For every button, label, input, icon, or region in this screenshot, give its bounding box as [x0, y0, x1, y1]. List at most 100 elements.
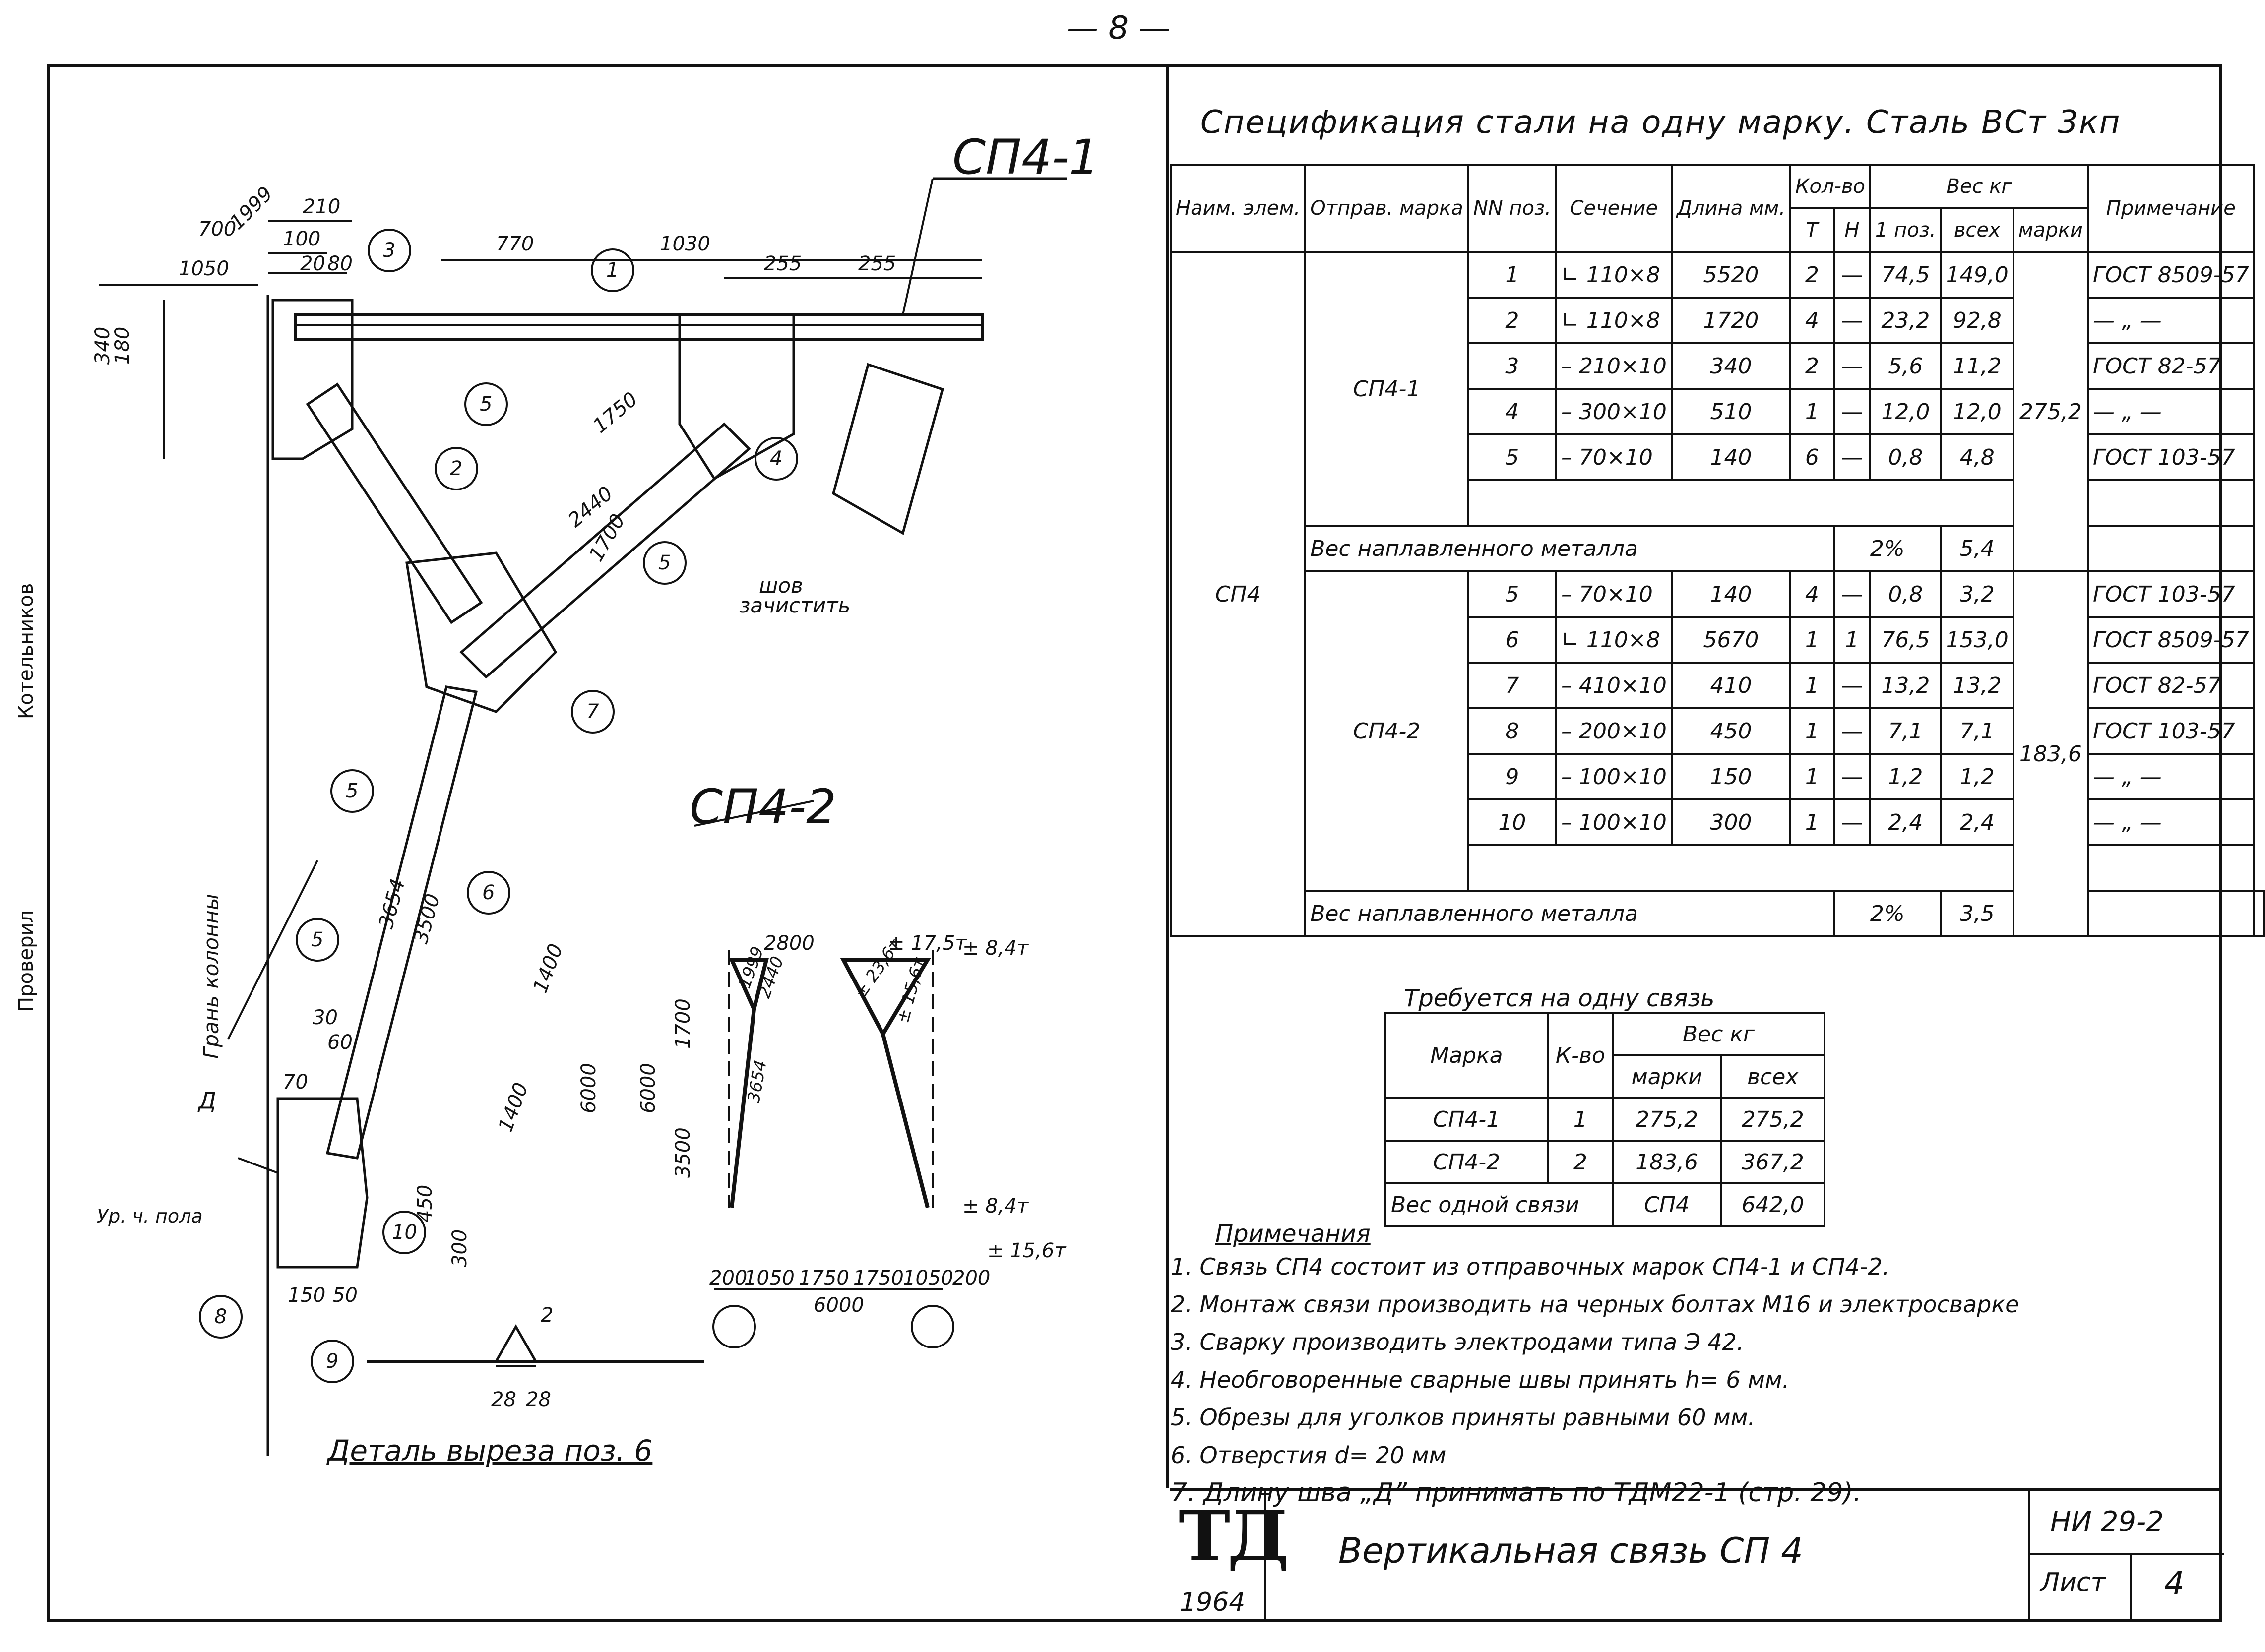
- req-col-mark: Марка: [1384, 1012, 1549, 1099]
- dim-180: 180: [111, 327, 134, 365]
- spec-cell: 153,0: [1940, 616, 2014, 664]
- spec-empty-cell: [2086, 890, 2255, 937]
- dim-450: 450: [414, 1185, 437, 1223]
- req-cell: 275,2: [1720, 1097, 1825, 1142]
- table-row: [1171, 844, 2264, 892]
- scheme-force-8-4-bottom: ± 8,4т: [962, 1195, 1029, 1218]
- scheme-top-2800: 2800: [764, 932, 815, 955]
- notes: Примечания 1. Связь СП4 состоит из отпра…: [1171, 1220, 2212, 1512]
- spec-cell: 4: [1789, 570, 1835, 618]
- spec-cell: 23,2: [1869, 297, 1942, 344]
- pos-10: 10: [392, 1221, 417, 1244]
- dim-2: 2: [541, 1304, 553, 1327]
- dim-50: 50: [332, 1284, 358, 1307]
- scheme-bottom-1750-a: 1750: [799, 1267, 849, 1289]
- spec-cell: 5520: [1670, 251, 1792, 299]
- col-length: Длина мм.: [1670, 164, 1792, 253]
- detail-title: Деталь выреза поз. 6: [326, 1434, 652, 1468]
- spec-cell: 150: [1670, 753, 1792, 800]
- pos-7: 7: [586, 700, 599, 723]
- spec-cell: Вес наплавленного металла: [1304, 525, 1835, 572]
- spec-cell: 1,2: [1869, 753, 1942, 800]
- spec-cell: 340: [1670, 342, 1792, 390]
- spec-cell: 8: [1467, 707, 1557, 755]
- dim-770: 770: [496, 233, 534, 255]
- req-total-mark: СП4: [1611, 1182, 1722, 1227]
- dim-60: 60: [327, 1031, 353, 1054]
- spec-cell: ГОСТ 8509-57: [2086, 616, 2255, 664]
- table-row: СП4-2 2 183,6 367,2: [1384, 1140, 1825, 1184]
- req-cell: 275,2: [1611, 1097, 1722, 1142]
- pos-5a: 5: [480, 393, 492, 416]
- floor-label: Ур. ч. пола: [97, 1205, 203, 1227]
- spec-cell: 183,6: [2012, 570, 2089, 937]
- spec-cell: —: [1832, 342, 1872, 390]
- table-row: СП4-1 1 275,2 275,2: [1384, 1097, 1825, 1142]
- spec-cell: —: [1832, 433, 1872, 481]
- title-year: 1964: [1180, 1588, 1246, 1617]
- spec-cell: ГОСТ 103-57: [2086, 433, 2255, 481]
- mark-sp4-2-label: СП4-2: [690, 779, 836, 835]
- pos-1: 1: [606, 259, 619, 282]
- dim-340: 340: [91, 327, 114, 365]
- scheme-bottom-1050-a: 1050: [744, 1267, 795, 1289]
- spec-cell: —: [1832, 662, 1872, 709]
- spec-cell: 1720: [1670, 297, 1792, 344]
- spec-cell: ГОСТ 8509-57: [2086, 251, 2255, 299]
- note-item: 6. Отверстия d= 20 мм: [1171, 1442, 1447, 1468]
- spec-cell: – 210×10: [1555, 342, 1673, 390]
- dim-3500: 3500: [409, 891, 444, 946]
- mark-sp4-1-label: СП4-1: [952, 129, 1099, 185]
- margin-name: Котельников: [15, 583, 38, 719]
- required-table: Марка К-во Вес кг марки всех СП4-1 1 275…: [1384, 1012, 1826, 1227]
- spec-empty-cell: [2086, 844, 2255, 892]
- title-block: ТД 1964 Вертикальная связь СП 4 НИ 29-2 …: [1170, 1488, 2224, 1622]
- spec-empty-cell: [2086, 479, 2255, 527]
- spec-cell: —: [1832, 251, 1872, 299]
- spec-cell: 1: [1832, 616, 1872, 664]
- spec-cell: —: [1832, 388, 1872, 435]
- dim-28-b: 28: [526, 1388, 551, 1411]
- req-total-label: Вес одной связи: [1384, 1182, 1614, 1227]
- pos-6: 6: [482, 881, 495, 904]
- spec-cell: 76,5: [1869, 616, 1942, 664]
- spec-cell: 3,2: [1940, 570, 2014, 618]
- spec-cell: 10: [1467, 798, 1557, 846]
- page-number: — 8 —: [1067, 10, 1171, 47]
- scheme-bottom-200-a: 200: [709, 1267, 747, 1289]
- col-mark: Отправ. марка: [1304, 164, 1469, 253]
- spec-cell: 3: [1467, 342, 1557, 390]
- pos-9: 9: [326, 1350, 338, 1373]
- steel-drawing: СП4-1 СП4-2 шов зачистить Грань колонны …: [91, 129, 1099, 1468]
- spec-cell: 6: [1789, 433, 1835, 481]
- col-section: Сечение: [1555, 164, 1673, 253]
- dim-100: 100: [283, 228, 320, 250]
- dim-1750: 1750: [589, 388, 642, 438]
- left-margin: Проверил Котельников: [10, 149, 50, 1017]
- note-item: 1. Связь СП4 состоит из отправочных маро…: [1171, 1253, 1890, 1280]
- req-cell: 1: [1547, 1097, 1614, 1142]
- spec-cell: ГОСТ 82-57: [2086, 662, 2255, 709]
- req-col-qty: К-во: [1547, 1012, 1614, 1099]
- spec-cell: 13,2: [1940, 662, 2014, 709]
- pos-8: 8: [214, 1305, 227, 1328]
- scheme-force-17-5: ± 17,5т: [888, 932, 967, 955]
- spec-cell: 1: [1789, 798, 1835, 846]
- scheme-bottom-1750-b: 1750: [853, 1267, 904, 1289]
- sheet-code: НИ 29-2: [2050, 1506, 2164, 1538]
- req-col-w-mark: марки: [1611, 1054, 1722, 1099]
- spec-cell: 6: [1467, 616, 1557, 664]
- spec-cell: 2%: [1832, 525, 1942, 572]
- spec-cell: 5670: [1670, 616, 1792, 664]
- weld-d-label: Д: [197, 1087, 216, 1114]
- req-col-weight: Вес кг: [1611, 1012, 1826, 1056]
- table-row: [1171, 479, 2264, 527]
- spec-cell: 300: [1670, 798, 1792, 846]
- dim-1400-a: 1400: [529, 941, 567, 996]
- scheme-bottom-200-b: 200: [952, 1267, 990, 1289]
